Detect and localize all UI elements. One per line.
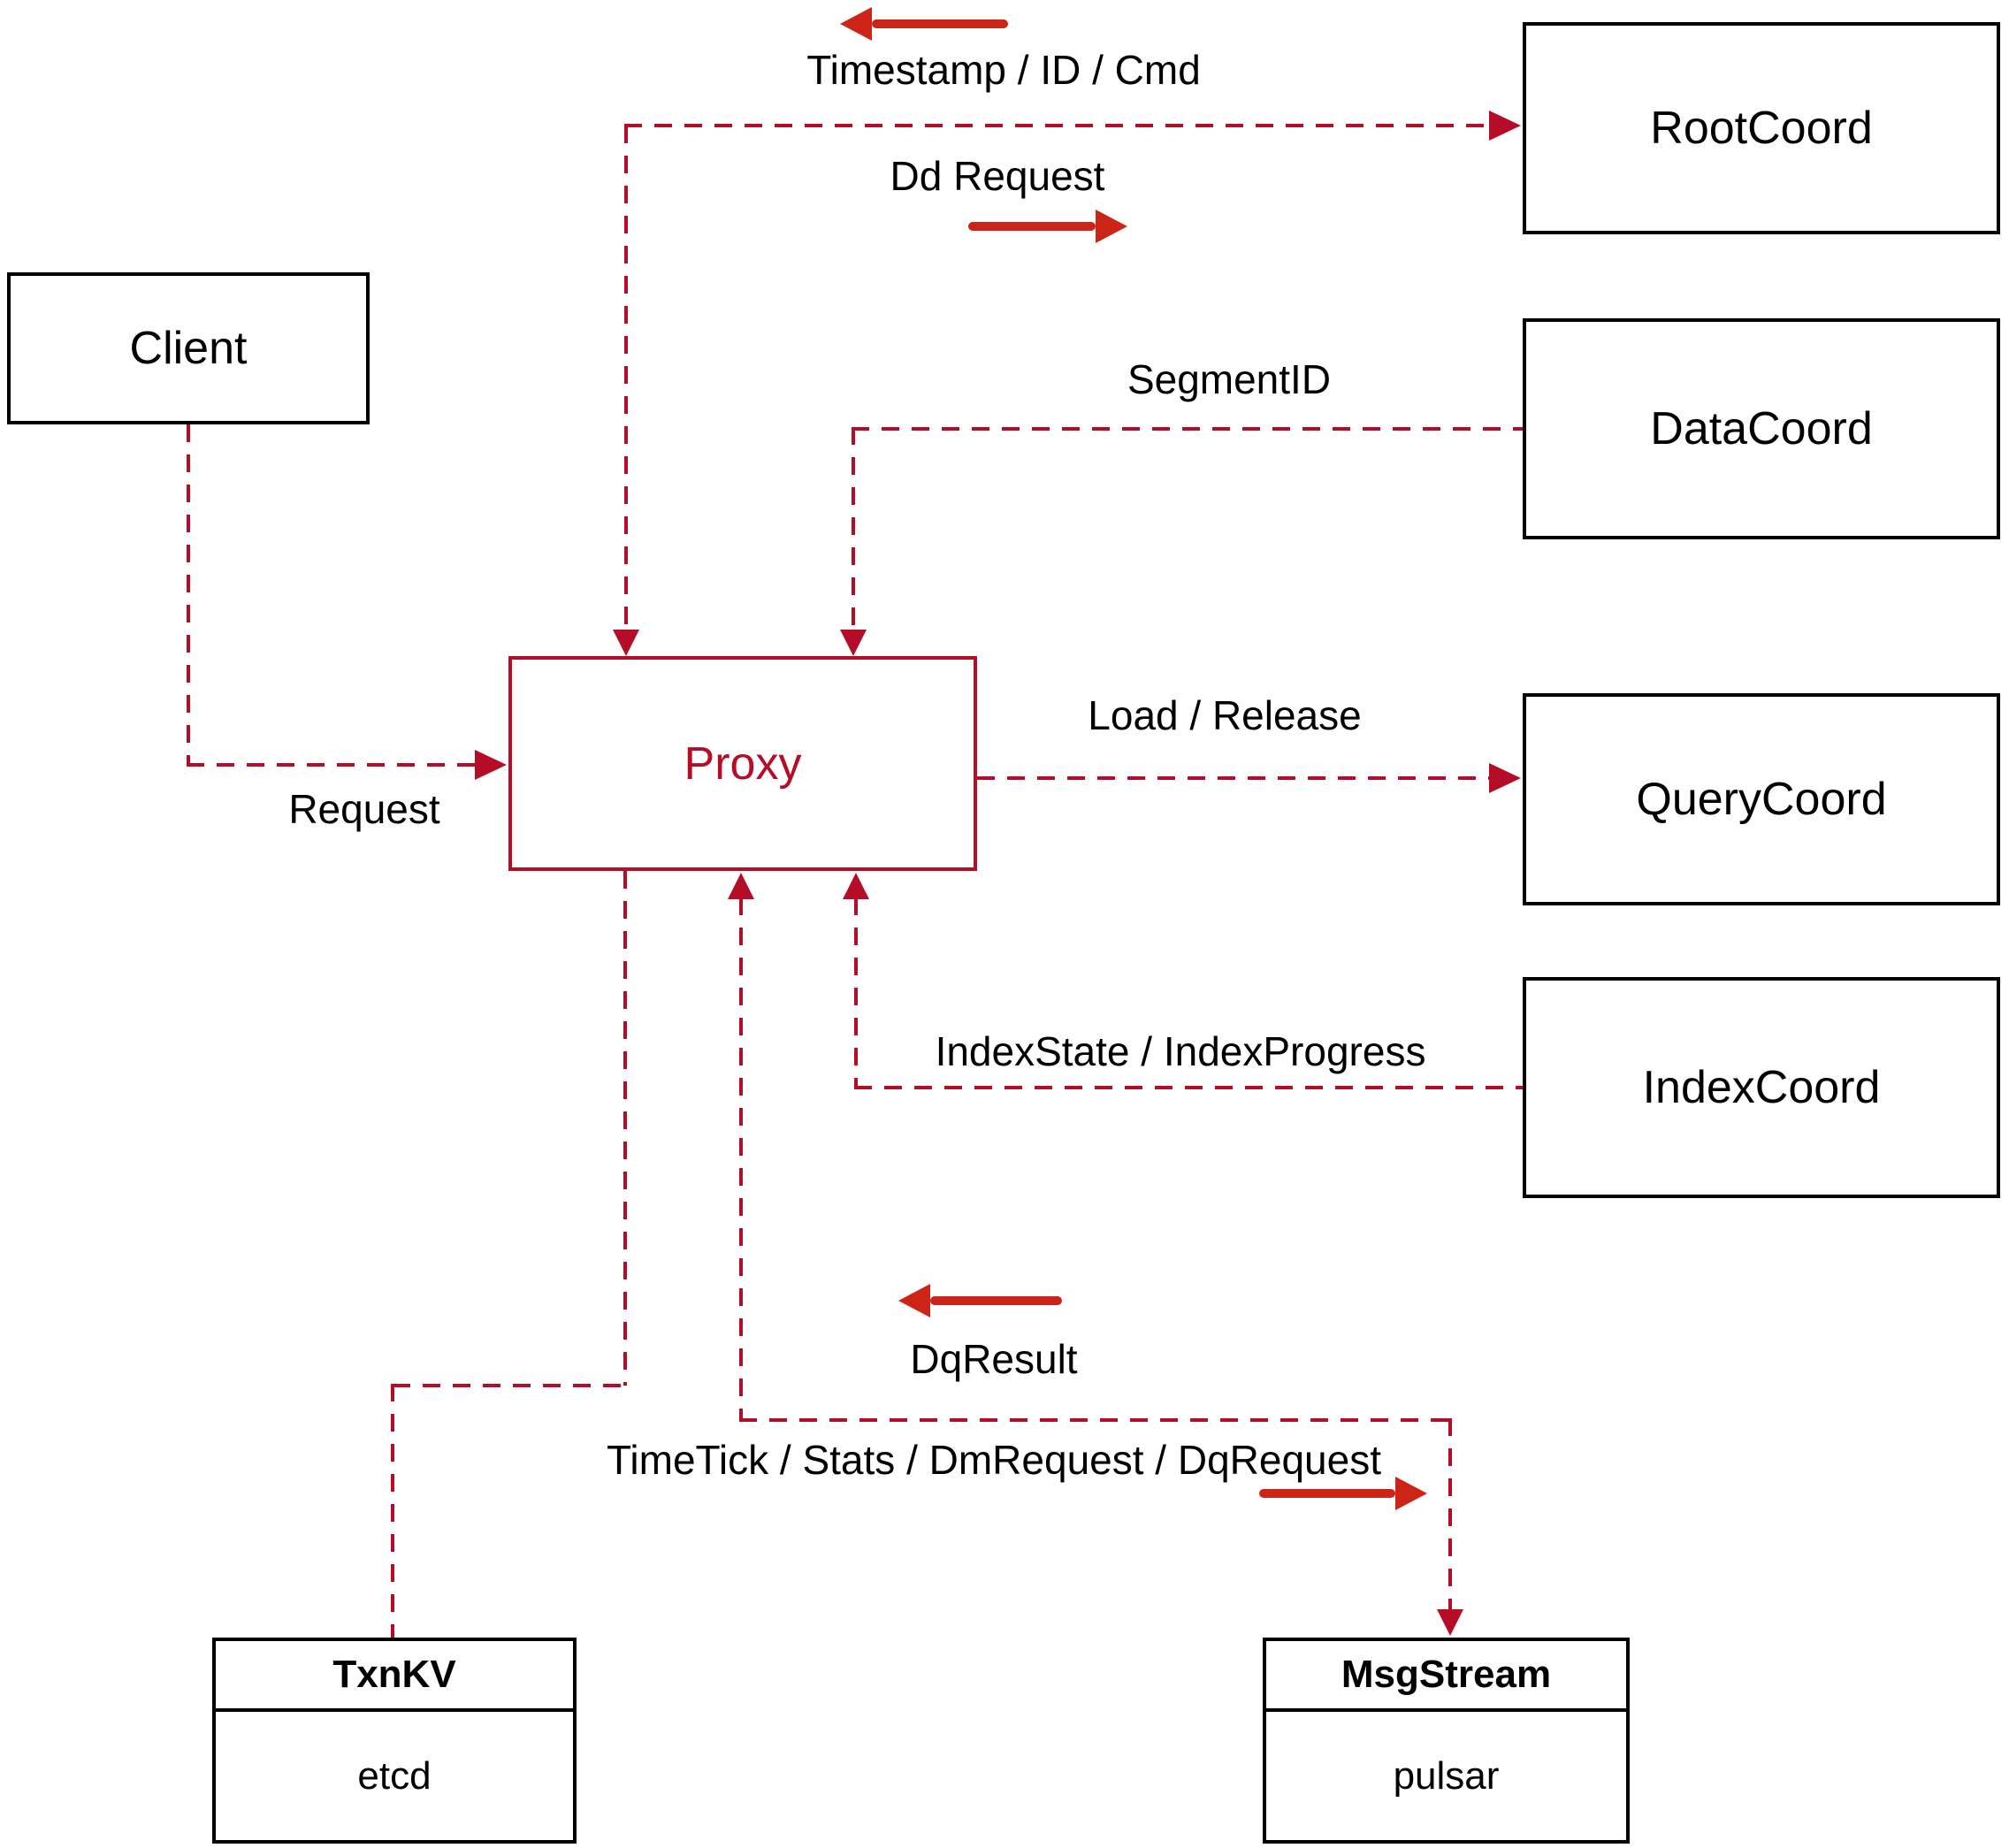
edge-label-dqresult: DqResult	[910, 1336, 1078, 1382]
node-indexcoord-label: IndexCoord	[1642, 1062, 1881, 1113]
edge-proxy-txnkv-vertical-2	[391, 1384, 394, 1638]
edge-proxy-msgstream-vertical-1	[739, 897, 743, 1420]
node-proxy-label: Proxy	[684, 737, 802, 790]
node-msgstream-subtitle: pulsar	[1393, 1753, 1500, 1798]
node-txnkv: TxnKV etcd	[212, 1638, 577, 1844]
node-datacoord: DataCoord	[1523, 318, 2000, 539]
edge-proxy-msgstream-vertical-2	[1448, 1418, 1452, 1611]
arrowhead-into-proxy-bottom-left-icon	[728, 873, 754, 899]
edge-client-proxy-horizontal	[187, 763, 475, 767]
arrow-left-dqresult-icon	[898, 1284, 1062, 1317]
arrowhead-into-proxy-bottom-right-icon	[843, 873, 869, 899]
node-datacoord-label: DataCoord	[1650, 403, 1873, 454]
edge-proxy-txnkv-horizontal	[393, 1384, 627, 1387]
edge-proxy-msgstream-horizontal	[739, 1418, 1452, 1422]
node-rootcoord: RootCoord	[1523, 22, 2000, 234]
edge-label-segmentid: SegmentID	[1127, 356, 1332, 402]
edge-proxy-rootcoord-horizontal	[624, 124, 1489, 127]
arrowhead-into-proxy-left-icon	[475, 750, 507, 780]
arrow-left-icon	[840, 7, 1008, 41]
edge-label-indexstate: IndexState / IndexProgress	[935, 1028, 1426, 1074]
arrowhead-into-proxy-top-right-icon	[840, 630, 867, 656]
edge-datacoord-proxy-horizontal	[852, 427, 1523, 431]
arrowhead-into-rootcoord-icon	[1489, 111, 1521, 141]
edge-label-dd-request: Dd Request	[890, 153, 1105, 199]
arrowhead-into-querycoord-icon	[1489, 763, 1521, 793]
node-txnkv-subtitle: etcd	[357, 1753, 432, 1798]
arrow-right-icon	[968, 210, 1127, 243]
arrowhead-into-proxy-top-left-icon	[613, 630, 639, 656]
edge-proxy-querycoord-horizontal	[977, 776, 1489, 780]
node-querycoord: QueryCoord	[1523, 693, 2000, 905]
node-msgstream-title: MsgStream	[1266, 1641, 1626, 1712]
node-proxy: Proxy	[508, 656, 977, 871]
edge-proxy-rootcoord-vertical	[624, 126, 628, 631]
edge-label-timetick: TimeTick / Stats / DmRequest / DqRequest	[607, 1437, 1381, 1483]
node-client: Client	[7, 272, 370, 424]
node-msgstream: MsgStream pulsar	[1263, 1638, 1630, 1844]
arrowhead-into-msgstream-icon	[1437, 1609, 1463, 1636]
edge-label-load-release: Load / Release	[1088, 692, 1362, 738]
edge-indexcoord-proxy-vertical	[854, 897, 858, 1086]
edge-datacoord-proxy-vertical	[852, 427, 855, 631]
edge-indexcoord-proxy-horizontal	[854, 1086, 1523, 1089]
node-rootcoord-label: RootCoord	[1650, 103, 1873, 154]
edge-label-request: Request	[288, 786, 440, 832]
edge-label-timestamp: Timestamp / ID / Cmd	[806, 47, 1201, 93]
edge-proxy-txnkv-vertical-1	[623, 871, 627, 1386]
arrow-right-timetick-icon	[1259, 1477, 1427, 1510]
node-querycoord-label: QueryCoord	[1636, 774, 1887, 825]
node-txnkv-title: TxnKV	[216, 1641, 573, 1712]
edge-client-proxy-vertical	[187, 424, 190, 765]
node-indexcoord: IndexCoord	[1523, 977, 2000, 1198]
node-client-label: Client	[129, 323, 248, 374]
